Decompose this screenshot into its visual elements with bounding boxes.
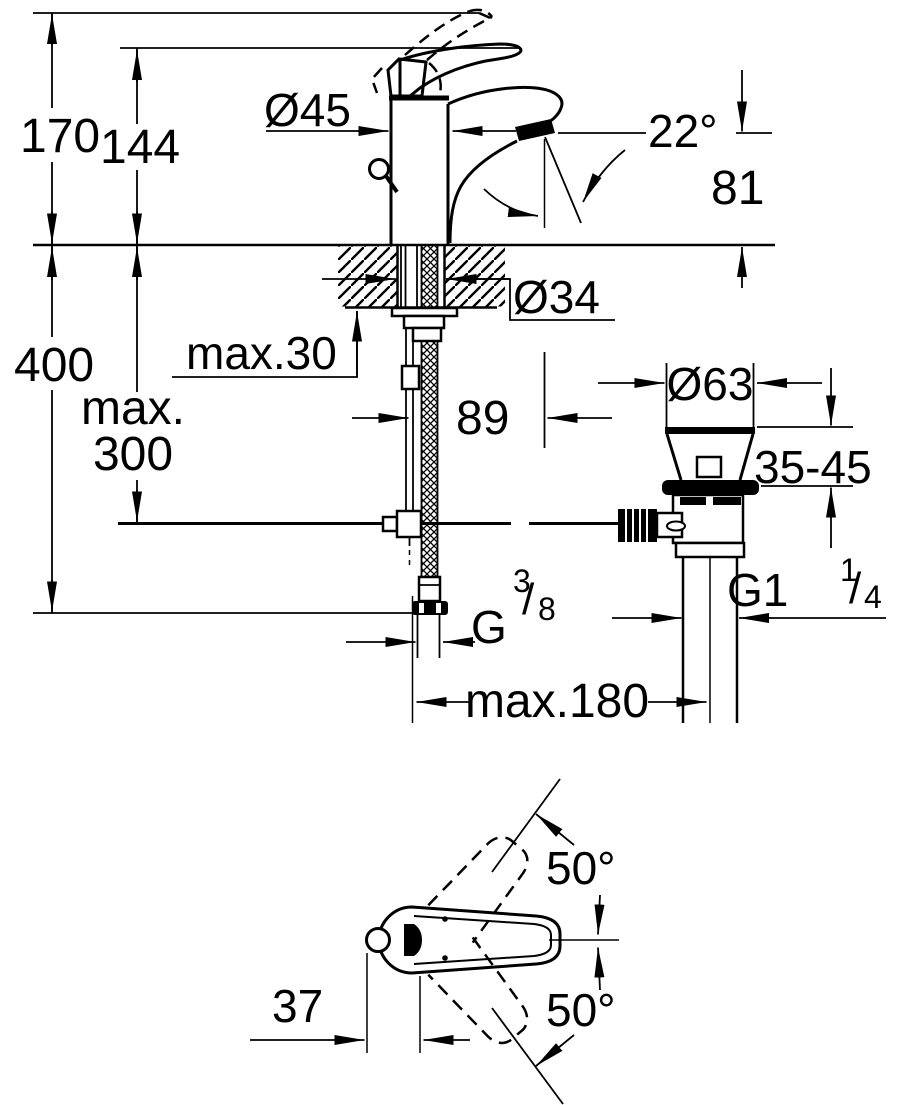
handle-cartridge-mark <box>404 924 422 956</box>
pop-up-rod-horizontal <box>118 509 620 539</box>
handle-swung-up-dashed <box>427 836 529 944</box>
angle-50-up-label: 50° <box>546 842 616 894</box>
dia-63-label: Ø63 <box>667 358 754 410</box>
rod-adjuster-knob <box>618 509 686 542</box>
dim-81-label: 81 <box>711 162 764 215</box>
dim-144-label: 144 <box>100 121 180 174</box>
angle-50-down-label: 50° <box>546 984 616 1036</box>
waste-thread-slash: / <box>849 564 862 613</box>
dia-45-label: Ø45 <box>264 84 351 136</box>
range-35-45-label: 35-45 <box>754 441 872 493</box>
dim-400-label: 400 <box>14 339 94 392</box>
max300-label-line1: max. <box>81 382 185 435</box>
hose-end-fitting <box>411 575 448 723</box>
supply-thread-denominator: 8 <box>538 591 556 627</box>
dim-170-label: 170 <box>20 110 100 163</box>
handle-top-view <box>365 905 562 975</box>
spout-angle-annotation <box>483 132 772 228</box>
dim-89-label: 89 <box>456 392 509 445</box>
aerator <box>515 119 555 141</box>
swing-angle-annotation <box>491 778 619 1105</box>
angle-22-label: 22° <box>648 105 718 157</box>
max180-label: max.180 <box>465 675 649 728</box>
waste-thread-label: G1 1 / 4 <box>727 552 882 616</box>
faucet-body <box>368 95 450 245</box>
mounting-hardware <box>390 306 459 343</box>
waste-thread-denominator: 4 <box>864 579 882 615</box>
dia-34-label: Ø34 <box>513 271 600 323</box>
handle-swung-down-dashed <box>427 936 529 1045</box>
waste-thread-prefix: G1 <box>727 564 788 616</box>
lever-handle-raised-dashed <box>370 8 496 98</box>
waste-thread-numerator: 1 <box>840 552 858 588</box>
spout <box>447 86 564 244</box>
top-view: 50° 50° 37 <box>250 778 619 1105</box>
supply-thread-numerator: 3 <box>513 563 531 599</box>
supply-thread-slash: / <box>522 575 535 624</box>
dimension-arrows <box>47 14 886 707</box>
lever-handle <box>386 42 523 98</box>
offset-dimension <box>250 953 470 1053</box>
max300-label-line2: 300 <box>93 428 173 481</box>
pull-rod-knob <box>368 158 390 180</box>
main-view: 170 144 Ø45 22° 81 400 max.30 Ø34 max. 3… <box>14 8 886 728</box>
supply-thread-prefix: G <box>471 601 507 653</box>
dim-37-label: 37 <box>272 980 323 1032</box>
max30-label: max.30 <box>186 327 337 379</box>
drain-assembly <box>618 427 759 723</box>
pop-up-rod-vertical <box>400 308 421 566</box>
supply-thread-label: G 3 / 8 <box>471 563 556 653</box>
pull-rod-hole <box>365 927 391 953</box>
